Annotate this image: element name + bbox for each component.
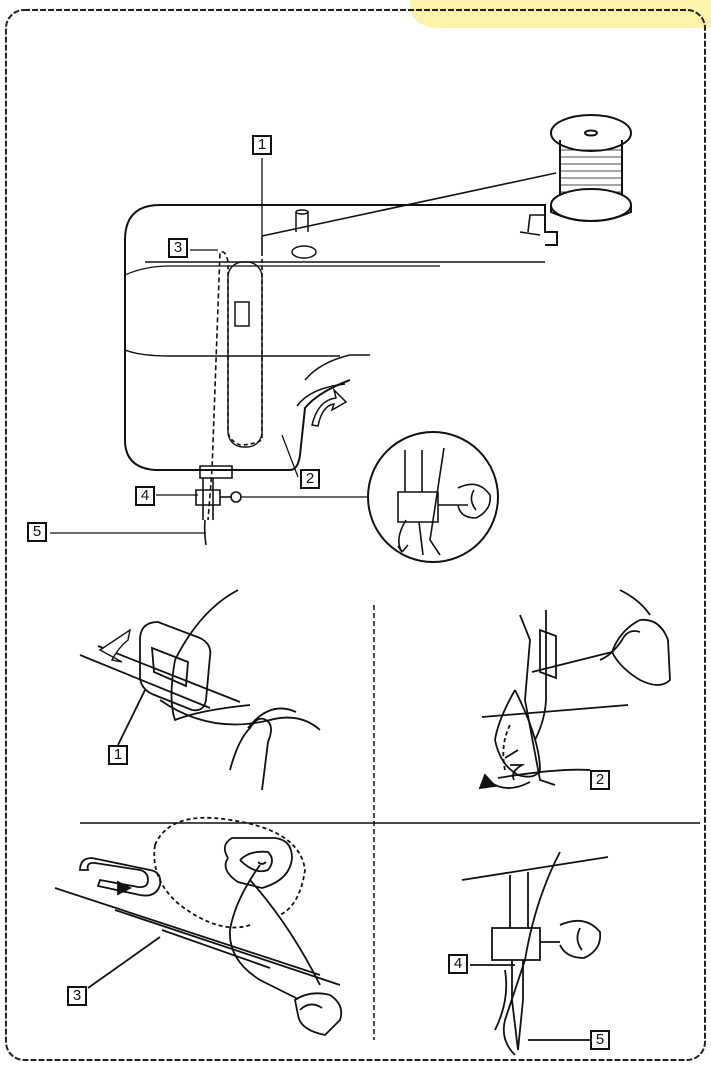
zoom-detail-needle-clamp: [367, 431, 499, 563]
arrow-icon: [311, 387, 348, 427]
callout-4: 4: [135, 486, 155, 506]
yellow-corner-tab: [410, 0, 711, 28]
panel-b-take-up-lever: [478, 589, 671, 790]
needle-bar: [195, 465, 242, 546]
panel-d-callout-4: 4: [448, 954, 468, 974]
machine-head: [124, 204, 558, 471]
thread-spool: [550, 114, 632, 222]
panel-d-needle: [461, 851, 609, 1056]
panel-d-callout-5: 5: [590, 1030, 610, 1050]
panel-a-callout-1: 1: [108, 745, 128, 765]
callout-5: 5: [27, 522, 47, 542]
callout-1: 1: [252, 135, 272, 155]
panel-c-thread-guide: [54, 816, 343, 1036]
spool-pin: [291, 209, 317, 259]
page-frame: [5, 9, 706, 1061]
panel-a-thread-guide: [79, 589, 321, 791]
take-up-slot: [234, 301, 250, 327]
panel-c-callout-3: 3: [67, 986, 87, 1006]
callout-3: 3: [168, 238, 188, 258]
leader-lines: [50, 158, 375, 534]
callout-2: 2: [300, 469, 320, 489]
panel-b-callout-2: 2: [590, 770, 610, 790]
